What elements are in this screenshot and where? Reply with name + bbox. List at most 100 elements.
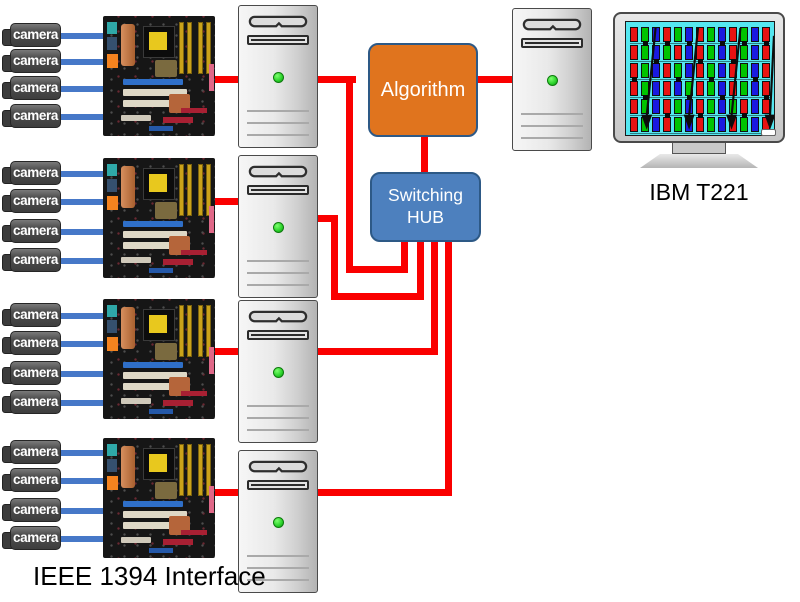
edge-connector (209, 64, 214, 91)
pci-slot (123, 231, 187, 238)
pixel-bar (663, 45, 671, 60)
pixel-bar (674, 99, 682, 114)
red-cable (331, 293, 424, 300)
camera-body: camera (10, 526, 61, 550)
pcie-slot (123, 221, 183, 227)
red-cable (215, 348, 238, 355)
firewire-cable (56, 313, 105, 319)
pixel-bar (740, 117, 748, 132)
pixel-connector-dot (687, 41, 692, 46)
camera-body: camera (10, 49, 61, 73)
red-cable (215, 76, 238, 83)
pixel-bar (718, 45, 726, 60)
pixel-bar (652, 99, 660, 114)
firewire-cable (56, 114, 105, 120)
camera-node: camera (2, 23, 62, 49)
tower-handle-icon (248, 460, 308, 473)
pixel-row (630, 116, 770, 134)
pixel-bar (707, 99, 715, 114)
camera-node: camera (2, 248, 62, 274)
camera-label: camera (13, 530, 58, 545)
ram-slot (179, 164, 184, 216)
chipset-heatsink (155, 202, 177, 219)
red-cable (421, 135, 428, 174)
vrm-heatsink (121, 307, 135, 349)
pixel-bar (740, 99, 748, 114)
camera-label: camera (13, 365, 58, 380)
red-cable (346, 76, 353, 273)
io-port (107, 320, 117, 333)
red-cable (431, 240, 438, 355)
pixel-connector-dot (687, 95, 692, 100)
pci-slot (123, 100, 187, 107)
power-led (273, 367, 284, 378)
pixel-bar (718, 99, 726, 114)
pixel-bar (696, 81, 704, 96)
red-cable (215, 198, 238, 205)
pixel-bar (751, 117, 759, 132)
drive-slot (247, 330, 309, 340)
pixel-bar (685, 27, 693, 42)
firewire-cable (56, 400, 105, 406)
sata-block (181, 530, 207, 535)
sata-block (181, 391, 207, 396)
ram-slot (179, 444, 184, 496)
pixel-bar (729, 99, 737, 114)
pixel-row (630, 26, 770, 44)
pixel-bar (729, 27, 737, 42)
pixel-bar (740, 63, 748, 78)
drive-slot (247, 185, 309, 195)
pixel-bar (663, 81, 671, 96)
pci-slot (121, 257, 151, 263)
pixel-bar (696, 99, 704, 114)
pixel-bar (718, 117, 726, 132)
ram-slot (198, 22, 203, 74)
drive-slot (247, 480, 309, 490)
io-port (107, 179, 117, 192)
io-port (107, 337, 118, 351)
pixel-bar (762, 99, 770, 114)
monitor-bezel (613, 12, 785, 143)
firewire-cable (56, 341, 105, 347)
io-port (107, 196, 118, 210)
pixel-bar (685, 63, 693, 78)
camera-label: camera (13, 472, 58, 487)
monitor-stand-neck (672, 143, 726, 154)
camera-node: camera (2, 498, 62, 524)
camera-label: camera (13, 223, 58, 238)
io-port (107, 476, 118, 490)
power-led (273, 72, 284, 83)
interface-label: IEEE 1394 Interface (33, 561, 266, 591)
vent-lines (247, 555, 309, 591)
pixel-connector-dot (632, 77, 637, 82)
pixel-bar (762, 81, 770, 96)
header-block (149, 268, 173, 273)
pixel-connector-dot (742, 113, 747, 118)
firewire-cable (56, 199, 105, 205)
firewire-cable (56, 478, 105, 484)
pixel-bar (762, 27, 770, 42)
camera-node: camera (2, 361, 62, 387)
camera-node: camera (2, 303, 62, 329)
pixel-connector-dot (654, 59, 659, 64)
pixel-bar (707, 27, 715, 42)
ram-slot (206, 164, 211, 216)
pixel-bar (652, 63, 660, 78)
camera-label: camera (13, 108, 58, 123)
power-led (547, 75, 558, 86)
ram-slot (206, 305, 211, 357)
cpu-socket (143, 448, 175, 480)
pixel-connector-dot (698, 113, 703, 118)
pixel-bar (663, 27, 671, 42)
pixel-bar (674, 27, 682, 42)
pixel-bar (652, 117, 660, 132)
camera-label: camera (13, 165, 58, 180)
red-cable (331, 215, 338, 300)
pixel-connector-dot (665, 113, 670, 118)
motherboard (103, 158, 215, 278)
ram-slot (187, 164, 192, 216)
pixel-bar (718, 81, 726, 96)
tower-handle-icon (248, 310, 308, 323)
pci-slot (123, 383, 187, 390)
